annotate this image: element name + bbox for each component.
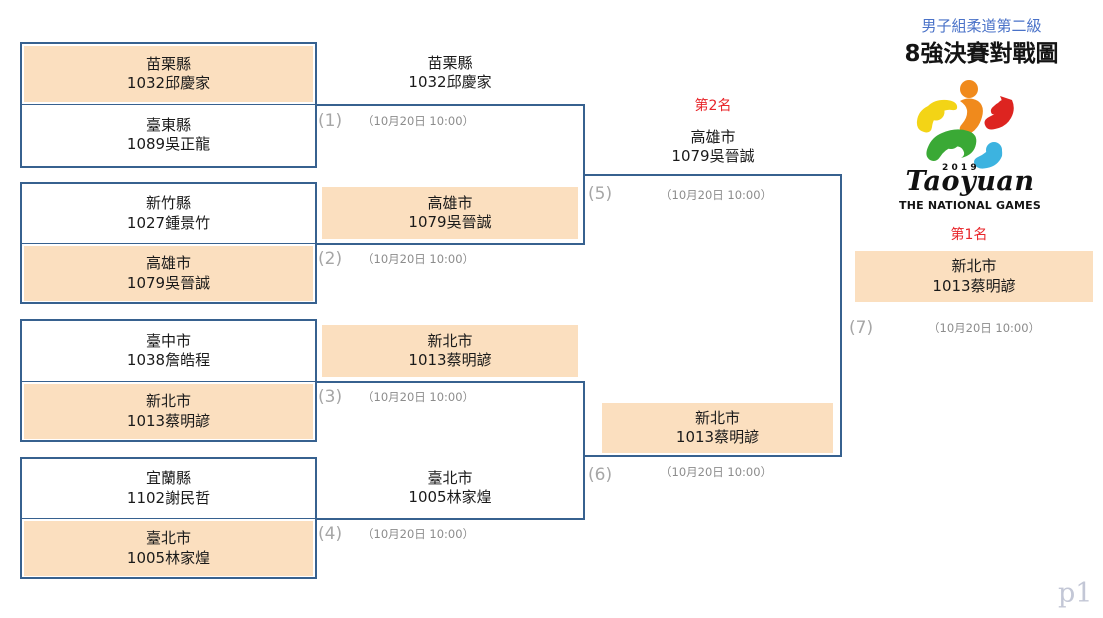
round1-match-1-player-2[interactable]: 臺東縣 1089吳正龍 xyxy=(24,107,313,163)
final-player-2[interactable]: 新北市 1013蔡明諺 xyxy=(602,403,833,453)
round1-match-2-player-1[interactable]: 新竹縣 1027鍾景竹 xyxy=(24,186,313,241)
round1-match-3-index: (3) xyxy=(318,387,343,407)
round1-match-3-divider xyxy=(22,381,315,382)
round2-match-6-index: (6) xyxy=(588,465,613,485)
round1-match-3-player-2[interactable]: 新北市 1013蔡明諺 xyxy=(24,384,313,439)
athlete-name: 1089吳正龍 xyxy=(126,135,211,153)
logo-wordmark: Taoyuan xyxy=(905,166,1035,197)
connector-r2m5-bottom xyxy=(317,243,585,245)
team-name: 新北市 xyxy=(427,331,473,350)
athlete-name: 1032邱慶家 xyxy=(126,74,211,92)
round2-match-6-datetime: （10月20日 10:00） xyxy=(660,465,773,479)
team-name: 高雄市 xyxy=(427,193,473,212)
athlete-name: 1079吳晉誠 xyxy=(671,147,755,165)
round2-match-5-player-1[interactable]: 苗栗縣 1032邱慶家 xyxy=(322,48,578,98)
round1-match-4-datetime: （10月20日 10:00） xyxy=(362,527,475,541)
page-title: 8強決賽對戰圖 xyxy=(904,41,1059,67)
round2-match-5-player-2[interactable]: 高雄市 1079吳晉誠 xyxy=(322,187,578,239)
connector-final-spine xyxy=(840,174,842,457)
round1-match-2-index: (2) xyxy=(318,249,343,269)
athlete-name: 1005林家煌 xyxy=(126,548,211,567)
team-name: 新北市 xyxy=(951,257,997,276)
athlete-name: 1032邱慶家 xyxy=(408,73,492,91)
team-name: 高雄市 xyxy=(145,254,191,273)
round2-match-5-datetime: （10月20日 10:00） xyxy=(660,188,773,202)
team-name: 臺東縣 xyxy=(145,115,191,134)
connector-final-top xyxy=(583,174,842,176)
round1-match-1-player-1[interactable]: 苗栗縣 1032邱慶家 xyxy=(24,46,313,102)
champion-cell[interactable]: 新北市 1013蔡明諺 xyxy=(855,251,1093,302)
games-emblem-icon xyxy=(916,80,1014,169)
round2-match-5-index: (5) xyxy=(588,184,613,204)
team-name: 臺北市 xyxy=(427,468,473,487)
athlete-name: 1027鍾景竹 xyxy=(126,213,211,232)
round1-match-1-index: (1) xyxy=(318,111,343,131)
round1-match-4-player-2[interactable]: 臺北市 1005林家煌 xyxy=(24,521,313,576)
connector-r2m6-top xyxy=(317,381,585,383)
connector-final-bottom xyxy=(583,455,842,457)
connector-r2m5-top xyxy=(317,104,585,106)
round1-match-4-divider xyxy=(22,518,315,519)
final-player-1[interactable]: 高雄市 1079吳晉誠 xyxy=(585,122,841,172)
athlete-name: 1005林家煌 xyxy=(408,488,492,506)
athlete-name: 1013蔡明諺 xyxy=(126,411,211,430)
event-subtitle: 男子組柔道第二級 xyxy=(921,17,1042,35)
connector-r2m6-bottom xyxy=(317,518,585,520)
team-name: 高雄市 xyxy=(690,127,736,146)
athlete-name: 1013蔡明諺 xyxy=(408,351,492,369)
round1-match-1-divider xyxy=(22,104,315,105)
team-name: 臺北市 xyxy=(145,529,191,548)
round2-match-6-player-2[interactable]: 臺北市 1005林家煌 xyxy=(322,462,578,514)
team-name: 新北市 xyxy=(145,392,191,411)
final-match-index: (7) xyxy=(849,318,874,338)
athlete-name: 1013蔡明諺 xyxy=(675,428,760,446)
team-name: 苗栗縣 xyxy=(427,53,473,72)
athlete-name: 1102謝民哲 xyxy=(126,488,211,507)
round1-match-4-player-1[interactable]: 宜蘭縣 1102謝民哲 xyxy=(24,461,313,516)
round1-match-2-player-2[interactable]: 高雄市 1079吳晉誠 xyxy=(24,246,313,301)
team-name: 宜蘭縣 xyxy=(145,469,191,488)
connector-r2m6-spine xyxy=(583,381,585,520)
taoyuan-games-logo: Taoyuan 2019 THE NATIONAL GAMES xyxy=(890,72,1050,217)
team-name: 新竹縣 xyxy=(145,194,191,213)
athlete-name: 1079吳晉誠 xyxy=(126,273,211,292)
team-name: 新北市 xyxy=(694,408,740,427)
round1-match-2-datetime: （10月20日 10:00） xyxy=(362,252,475,266)
final-match-datetime: （10月20日 10:00） xyxy=(928,321,1041,335)
team-name: 苗栗縣 xyxy=(145,54,191,73)
round1-match-3-player-1[interactable]: 臺中市 1038詹皓程 xyxy=(24,323,313,379)
round1-match-1-datetime: （10月20日 10:00） xyxy=(362,114,475,128)
round2-match-6-player-1[interactable]: 新北市 1013蔡明諺 xyxy=(322,325,578,377)
logo-tagline: THE NATIONAL GAMES xyxy=(899,199,1041,212)
athlete-name: 1079吳晉誠 xyxy=(408,213,492,231)
athlete-name: 1013蔡明諺 xyxy=(932,276,1016,295)
athlete-name: 1038詹皓程 xyxy=(126,351,211,369)
round1-match-4-index: (4) xyxy=(318,524,343,544)
champion-rank-first: 第1名 xyxy=(950,227,988,243)
round1-match-2-divider xyxy=(22,243,315,244)
logo-year: 2019 xyxy=(942,163,980,173)
finalist-rank-second: 第2名 xyxy=(694,98,732,114)
team-name: 臺中市 xyxy=(145,331,191,350)
page-number-watermark: p1 xyxy=(1058,578,1093,609)
round1-match-3-datetime: （10月20日 10:00） xyxy=(362,390,475,404)
